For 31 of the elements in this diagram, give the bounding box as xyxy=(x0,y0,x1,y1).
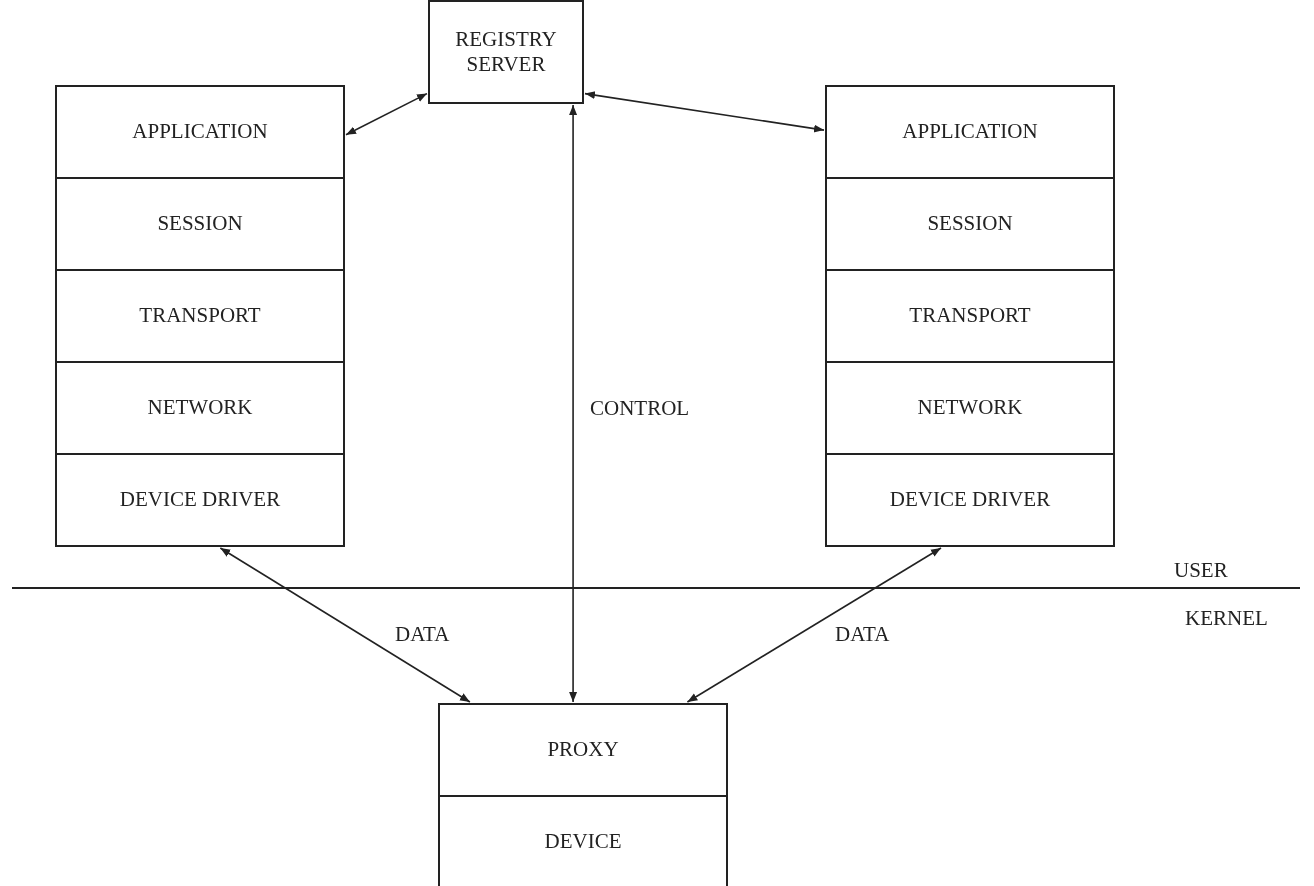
arrow xyxy=(569,104,578,703)
layer-box xyxy=(55,361,345,455)
layer-box xyxy=(438,795,728,886)
node-label: SESSION xyxy=(927,211,1013,237)
node-label: TRANSPORT xyxy=(909,303,1031,329)
layer-box xyxy=(55,85,345,179)
node-label: REGISTRY SERVER xyxy=(454,26,558,78)
node-label: APPLICATION xyxy=(902,119,1038,145)
layer-box xyxy=(55,453,345,547)
layer-box xyxy=(55,177,345,271)
layer-box xyxy=(825,361,1115,455)
node-label: NETWORK xyxy=(147,395,253,421)
layer-box xyxy=(825,453,1115,547)
node-label: NETWORK xyxy=(917,395,1023,421)
server-box xyxy=(428,0,584,104)
node-label: SESSION xyxy=(157,211,243,237)
node-label: DEVICE xyxy=(544,829,622,855)
node-label: APPLICATION xyxy=(132,119,268,145)
layer-box xyxy=(825,177,1115,271)
layer-box xyxy=(438,703,728,797)
node-label: TRANSPORT xyxy=(139,303,261,329)
arrow xyxy=(219,547,471,703)
layer-box xyxy=(55,269,345,363)
arrow xyxy=(345,92,428,136)
arrow xyxy=(584,91,825,133)
node-label: DEVICE DRIVER xyxy=(119,487,281,513)
node-label: DEVICE DRIVER xyxy=(889,487,1051,513)
layer-box xyxy=(825,269,1115,363)
node-label: PROXY xyxy=(547,737,619,763)
arrow xyxy=(686,547,942,703)
layer-box xyxy=(825,85,1115,179)
